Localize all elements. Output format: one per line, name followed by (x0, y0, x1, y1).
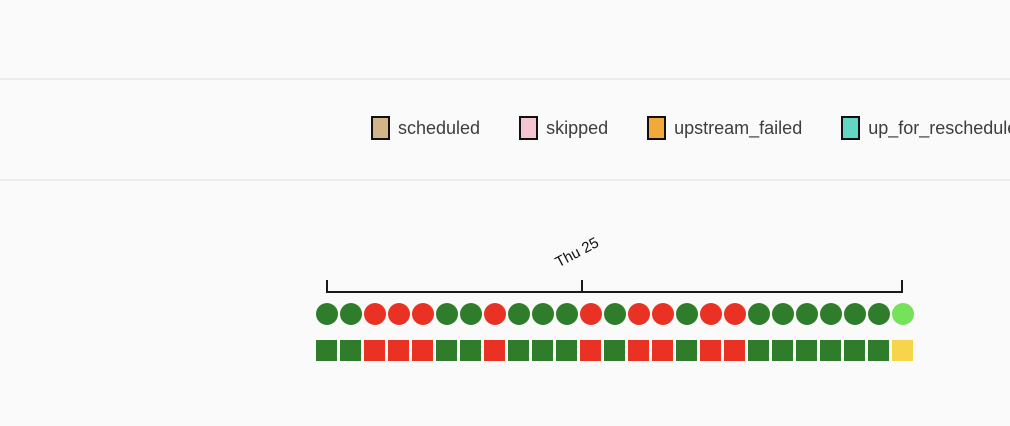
legend-label: upstream_failed (674, 118, 803, 138)
top-divider (0, 78, 1010, 80)
task-instance-square[interactable] (868, 340, 889, 361)
legend-item-upstream_failed: upstream_failed (647, 116, 802, 140)
task-instance-square[interactable] (556, 340, 577, 361)
legend-swatch-upstream_failed (647, 116, 667, 140)
task-instance-square[interactable] (412, 340, 433, 361)
dag-run-circle[interactable] (604, 303, 626, 325)
dag-run-circle[interactable] (700, 303, 722, 325)
legend-swatch-scheduled (371, 116, 390, 140)
dag-run-row (316, 303, 914, 325)
dag-run-circle[interactable] (532, 303, 554, 325)
dag-run-circle[interactable] (556, 303, 578, 325)
dag-run-circle[interactable] (580, 303, 602, 325)
dag-run-circle[interactable] (652, 303, 674, 325)
task-instance-square[interactable] (700, 340, 721, 361)
task-instance-square[interactable] (604, 340, 625, 361)
task-instance-square[interactable] (892, 340, 913, 361)
task-instance-square[interactable] (628, 340, 649, 361)
task-instance-square[interactable] (460, 340, 481, 361)
dag-run-circle[interactable] (844, 303, 866, 325)
task-instance-square[interactable] (772, 340, 793, 361)
dag-run-circle[interactable] (388, 303, 410, 325)
dag-run-circle[interactable] (484, 303, 506, 325)
dag-run-circle[interactable] (508, 303, 530, 325)
axis-tick-end (901, 280, 903, 293)
legend-divider (0, 179, 1010, 181)
task-instance-square[interactable] (364, 340, 385, 361)
dag-run-circle[interactable] (412, 303, 434, 325)
legend-swatch-up_for_reschedule (841, 116, 861, 140)
dag-run-circle[interactable] (340, 303, 362, 325)
timeline-tick-label: Thu 25 (552, 234, 602, 272)
task-instance-square[interactable] (316, 340, 337, 361)
legend-item-scheduled: scheduled (371, 116, 480, 140)
legend-label: skipped (546, 118, 609, 138)
dag-run-circle[interactable] (748, 303, 770, 325)
dag-run-circle[interactable] (676, 303, 698, 325)
dag-run-circle[interactable] (460, 303, 482, 325)
task-instance-square[interactable] (580, 340, 601, 361)
task-instance-square[interactable] (508, 340, 529, 361)
task-instance-square[interactable] (796, 340, 817, 361)
legend-label: up_for_reschedule (868, 118, 1010, 138)
dag-run-circle[interactable] (772, 303, 794, 325)
state-legend: scheduled skipped upstream_failed up_for_re… (371, 116, 1010, 140)
task-instance-square[interactable] (340, 340, 361, 361)
task-instance-row (316, 340, 913, 361)
task-instance-square[interactable] (820, 340, 841, 361)
dag-run-circle[interactable] (628, 303, 650, 325)
axis-tick-thu25 (581, 280, 583, 293)
task-instance-square[interactable] (724, 340, 745, 361)
task-instance-square[interactable] (436, 340, 457, 361)
task-instance-square[interactable] (532, 340, 553, 361)
task-instance-square[interactable] (652, 340, 673, 361)
dag-run-circle[interactable] (796, 303, 818, 325)
dag-run-circle[interactable] (364, 303, 386, 325)
dag-run-circle[interactable] (820, 303, 842, 325)
task-instance-square[interactable] (388, 340, 409, 361)
legend-item-skipped: skipped (519, 116, 608, 140)
axis-tick-start (326, 280, 328, 293)
dag-run-circle[interactable] (868, 303, 890, 325)
legend-item-up_for_reschedule: up_for_reschedule (841, 116, 1010, 140)
dag-run-circle[interactable] (892, 303, 914, 325)
legend-swatch-skipped (519, 116, 539, 140)
dag-run-circle[interactable] (316, 303, 338, 325)
dag-run-circle[interactable] (436, 303, 458, 325)
task-instance-square[interactable] (676, 340, 697, 361)
task-instance-square[interactable] (844, 340, 865, 361)
task-instance-square[interactable] (484, 340, 505, 361)
legend-label: scheduled (398, 118, 481, 138)
dag-run-circle[interactable] (724, 303, 746, 325)
task-instance-square[interactable] (748, 340, 769, 361)
timeline-axis (326, 291, 903, 293)
